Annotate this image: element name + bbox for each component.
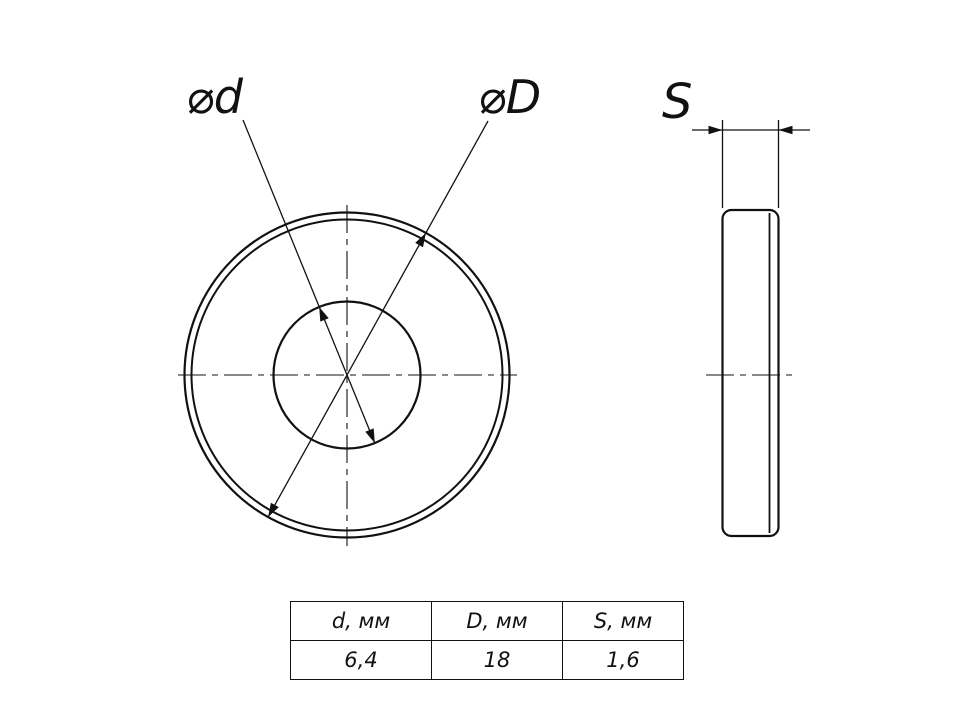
leader-arrow [415, 232, 426, 248]
inner-diameter-label: ⌀d [186, 70, 244, 124]
inner-diameter-dimension: ⌀d [186, 70, 376, 444]
table-value-D: 18 [431, 640, 563, 680]
outer-diameter-label: ⌀D [478, 70, 541, 124]
table-value-row: 6,4 18 1,6 [290, 640, 684, 680]
table-header-d: d, мм [290, 601, 432, 641]
outer-diameter-leader [267, 120, 489, 518]
leader-arrow [268, 502, 279, 518]
thickness-dimension: S [662, 74, 810, 208]
dimension-table: d, мм D, мм S, мм 6,4 18 1,6 [290, 601, 684, 680]
front-view [178, 205, 517, 546]
table-value-S: 1,6 [562, 640, 684, 680]
table-header-row: d, мм D, мм S, мм [290, 601, 684, 641]
outer-diameter-dimension: ⌀D [267, 70, 541, 518]
side-view [706, 208, 795, 538]
leader-arrow [319, 306, 329, 322]
table-header-S: S, мм [562, 601, 684, 641]
leader-arrow [365, 428, 375, 444]
s-arrow-left [708, 125, 723, 135]
inner-diameter-leader [242, 119, 376, 444]
thickness-label: S [662, 74, 692, 130]
table-value-d: 6,4 [290, 640, 432, 680]
side-view-outline [721, 208, 780, 538]
s-arrow-right [778, 125, 793, 135]
table-header-D: D, мм [431, 601, 563, 641]
